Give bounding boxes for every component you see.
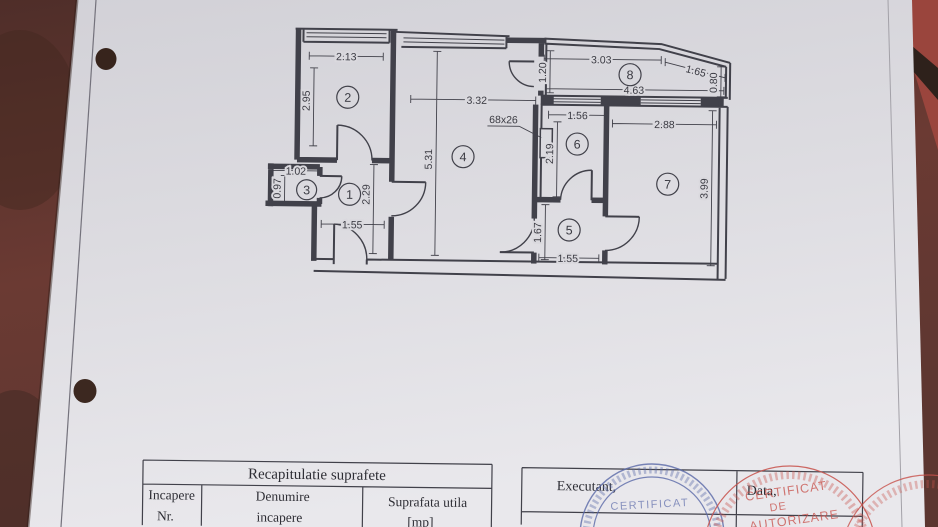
shaft-leader [487, 125, 542, 139]
punch-hole-top [95, 48, 117, 70]
room-circle-1 [337, 182, 362, 206]
room-circle-5 [557, 218, 581, 242]
room-circle-7 [656, 172, 680, 196]
blue-stamp-outer-ring [579, 463, 725, 527]
recap-table: Recapitulatie suprafete Incapere Nr. Den… [141, 459, 493, 527]
dim-room3-height: 0.97 [272, 178, 284, 199]
room-number-3: 3 [303, 183, 310, 197]
walls-thin [295, 27, 732, 281]
room-number-4: 4 [459, 150, 466, 164]
room-circle-6 [565, 132, 589, 156]
table-col3-line2: [mp] [407, 514, 433, 527]
dim-room6-height: 2.19 [544, 143, 556, 164]
punch-hole-bottom [73, 379, 97, 403]
room-number-6: 6 [574, 138, 581, 152]
table-col2-line1: Denumire [256, 488, 310, 504]
paper-sheet [28, 0, 925, 527]
table-col1-line2: Nr. [157, 508, 174, 523]
red-stamp2-arc-text [853, 480, 938, 527]
room-circle-2 [336, 85, 360, 109]
data-label: Data, [747, 484, 777, 499]
room-circle-8 [618, 63, 642, 87]
red-stamp-outer-ring [707, 465, 873, 527]
signature-grid [520, 467, 864, 527]
background-shadow-blob [0, 30, 80, 210]
walls-thick [265, 28, 610, 265]
dim-room5-height: 1.67 [532, 222, 544, 243]
dim-balcony-bottom: 4.63 [624, 85, 645, 97]
red-stamp-partial [847, 474, 938, 527]
dim-room5-width: 1.55 [558, 253, 579, 265]
dim-hall-height: 2.29 [360, 184, 372, 205]
dim-balcony-left: 1.20 [537, 62, 549, 83]
margin-line [60, 0, 97, 527]
door-arcs [319, 61, 641, 260]
blue-stamp-inner-ring [593, 476, 711, 527]
shaft-size-label: 68x26 [489, 114, 518, 126]
dimension-lines [272, 50, 726, 267]
room-circle-3 [296, 179, 318, 201]
executant-label: Executant, [557, 479, 617, 495]
room-circles: 1 2 3 4 5 6 7 8 [296, 63, 680, 242]
dim-room7-height: 3.99 [699, 178, 711, 199]
table-col3-line1: Suprafata utila [388, 494, 467, 510]
dim-room3-width: 1.02 [286, 166, 307, 178]
dim-hall-width: 1.55 [342, 219, 363, 231]
dim-room2-width: 2.13 [336, 51, 357, 63]
room-number-1: 1 [346, 188, 353, 202]
room-number-7: 7 [664, 178, 671, 192]
table-col1-line1: Incapere [148, 487, 195, 503]
blue-stamp: CERTIFICAT [579, 463, 725, 527]
room-circle-4 [451, 145, 475, 169]
table-grid [141, 459, 493, 527]
room-number-5: 5 [566, 223, 573, 237]
dim-balcony-top: 3.03 [591, 54, 612, 66]
dim-room4-height: 5.31 [423, 149, 435, 170]
table-col2-line2: incapere [256, 509, 302, 525]
right-edge-line [887, 0, 903, 527]
table-title: Recapitulatie suprafete [248, 466, 386, 484]
paper-left-edge [26, 0, 79, 527]
room-number-8: 8 [626, 68, 633, 82]
dimension-labels: 2.13 2.95 3.32 5.31 1.55 2.29 1.02 0.97 … [270, 49, 723, 267]
window-glazing [306, 32, 701, 105]
dim-room4-width: 3.32 [466, 95, 487, 107]
dim-room2-height: 2.95 [301, 90, 313, 111]
blue-stamp-text: CERTIFICAT [610, 497, 689, 513]
red-stamp-line2: DE [769, 500, 788, 514]
dim-room6-width: 1.56 [567, 110, 588, 122]
vent-shaft [539, 127, 554, 159]
room-number-2: 2 [344, 91, 351, 105]
dim-balcony-right: 0.80 [708, 72, 720, 93]
red-stamp2-outer-ring [847, 474, 938, 527]
dim-room7-width: 2.88 [654, 119, 675, 131]
floor-plan: 2.13 2.95 3.32 5.31 1.55 2.29 1.02 0.97 … [265, 27, 732, 281]
signature-box: Executant, Data, [520, 467, 864, 527]
